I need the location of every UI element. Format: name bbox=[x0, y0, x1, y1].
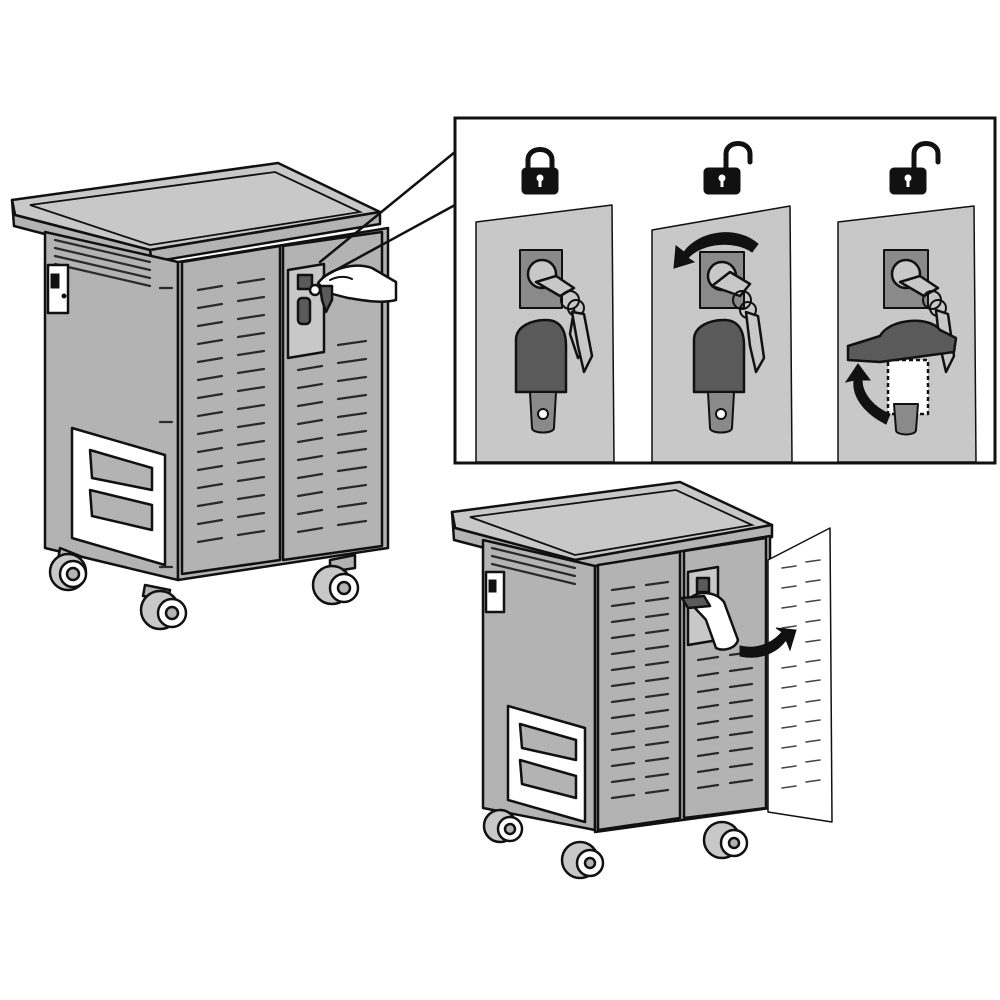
cart-closed bbox=[10, 161, 398, 631]
door-handle bbox=[514, 318, 568, 394]
lock-detail-inset bbox=[453, 116, 997, 465]
left-door bbox=[180, 244, 282, 576]
panel-locked bbox=[475, 147, 615, 463]
cart-open bbox=[450, 480, 833, 880]
open-door-arrow bbox=[739, 627, 797, 658]
hand-turning-key bbox=[316, 264, 398, 303]
opened-door-leaf bbox=[767, 527, 833, 823]
open-padlock-icon bbox=[889, 141, 941, 195]
open-padlock-icon bbox=[703, 141, 753, 195]
panel-lift-handle bbox=[837, 141, 977, 463]
callout-lines bbox=[318, 150, 457, 279]
closed-padlock-icon bbox=[521, 147, 559, 195]
power-outlet-plate bbox=[46, 263, 70, 315]
caster-wheels bbox=[48, 546, 360, 631]
panel-turn-key bbox=[651, 141, 793, 463]
vent-slots bbox=[196, 277, 266, 544]
turn-arrow bbox=[673, 232, 759, 269]
lift-arrow bbox=[844, 363, 891, 425]
